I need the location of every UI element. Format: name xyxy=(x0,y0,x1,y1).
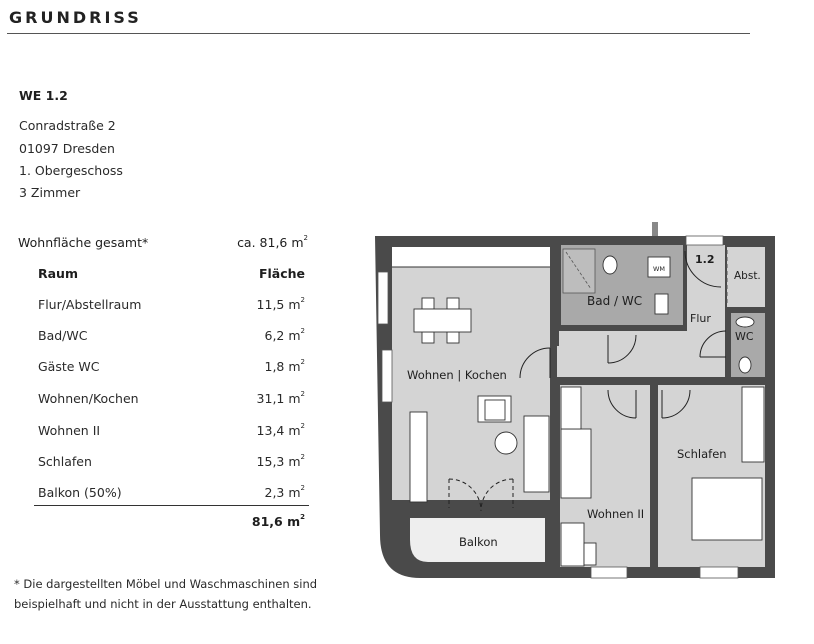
table-row-area: 13,4 m2 xyxy=(256,422,305,438)
vent-pipe xyxy=(652,222,658,236)
label-guest-wc: WC xyxy=(735,330,754,343)
unit-id: WE 1.2 xyxy=(19,88,68,103)
total-area-label: Wohnfläche gesamt* xyxy=(18,235,149,250)
label-bath: Bad / WC xyxy=(587,294,642,308)
label-living-2: Wohnen II xyxy=(587,507,644,521)
doors xyxy=(448,250,727,512)
interior-walls xyxy=(392,236,775,578)
address-city: 01097 Dresden xyxy=(19,141,115,156)
label-washer: WM xyxy=(653,265,665,273)
address-floor: 1. Obergeschoss xyxy=(19,163,123,178)
table-row-area: 31,1 m2 xyxy=(256,390,305,406)
page-title: GRUNDRISS xyxy=(9,8,142,27)
table-row-area: 15,3 m2 xyxy=(256,453,305,469)
header-divider xyxy=(7,33,750,34)
label-unit-number: 1.2 xyxy=(695,253,715,266)
total-area-value: ca. 81,6 m2 xyxy=(237,234,308,250)
address-street: Conradstraße 2 xyxy=(19,118,116,133)
sum-divider xyxy=(34,505,309,506)
furniture xyxy=(409,255,765,567)
table-row-area: 2,3 m2 xyxy=(264,484,306,500)
label-balcony: Balkon xyxy=(459,535,498,549)
table-row-area: 11,5 m2 xyxy=(256,296,305,312)
footnote-line-1: * Die dargestellten Möbel und Waschmasch… xyxy=(14,577,318,591)
table-row-room: Balkon (50%) xyxy=(38,485,122,500)
label-living-kitchen: Wohnen | Kochen xyxy=(407,368,507,382)
sum-area-value: 81,6 m2 xyxy=(251,513,305,529)
footnote-line-2: beispielhaft und nicht in der Ausstattun… xyxy=(14,597,312,611)
table-row-room: Flur/Abstellraum xyxy=(38,297,142,312)
table-row-area: 6,2 m2 xyxy=(264,327,306,343)
address-rooms: 3 Zimmer xyxy=(19,185,81,200)
table-row-room: Schlafen xyxy=(38,454,92,469)
table-row-room: Wohnen/Kochen xyxy=(38,391,139,406)
table-row-room: Gäste WC xyxy=(38,359,100,374)
label-hallway: Flur xyxy=(690,312,711,325)
column-header-area: Fläche xyxy=(258,266,305,281)
table-row-room: Wohnen II xyxy=(38,423,101,438)
label-storage: Abst. xyxy=(734,270,761,282)
label-bedroom: Schlafen xyxy=(677,447,727,461)
column-header-room: Raum xyxy=(38,266,78,281)
windows xyxy=(377,235,739,579)
table-row-area: 1,8 m2 xyxy=(264,358,306,374)
table-row-room: Bad/WC xyxy=(38,328,88,343)
room-labels: Wohnen | Kochen Bad / WC WM 1.2 Abst. Fl… xyxy=(407,253,761,549)
